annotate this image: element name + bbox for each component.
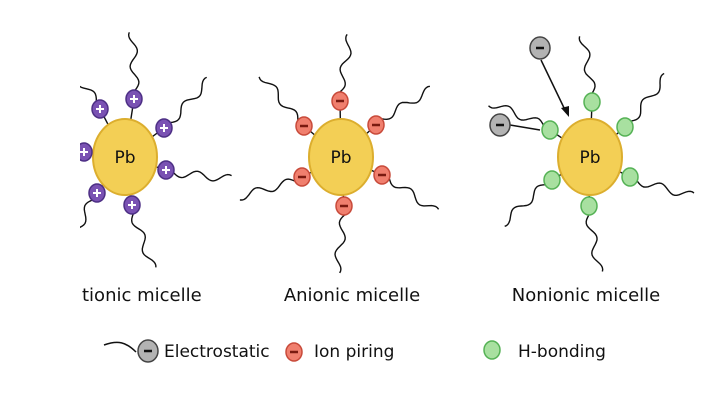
nonionic-micelle-label: Nonionic micelle bbox=[512, 285, 661, 306]
legend: Electrostatic Ion piring H-bonding bbox=[103, 339, 606, 363]
tail-icon bbox=[80, 85, 97, 102]
ion bbox=[583, 92, 601, 112]
legend-ion-pairing: Ion piring bbox=[314, 342, 394, 362]
pb-core bbox=[92, 118, 158, 196]
plus-icon bbox=[130, 95, 138, 103]
anionic-micelle: Pb bbox=[239, 34, 440, 274]
anionic-micelle-label: Anionic micelle bbox=[284, 285, 420, 306]
ion bbox=[616, 117, 634, 137]
tail-icon bbox=[488, 104, 545, 126]
legend-electrostatic-icon bbox=[137, 339, 159, 363]
ion bbox=[541, 120, 559, 140]
plus-icon bbox=[93, 189, 101, 197]
ion bbox=[580, 196, 598, 216]
cationic-micelle-label: tionic micelle bbox=[82, 285, 202, 306]
pb-label: Pb bbox=[114, 148, 135, 168]
pb-core bbox=[557, 118, 623, 196]
plus-icon bbox=[162, 166, 170, 174]
plus-icon bbox=[128, 201, 136, 209]
ion bbox=[543, 170, 561, 190]
tail-icon bbox=[585, 214, 604, 272]
legend-h-bonding-icon bbox=[483, 340, 501, 360]
tail-icon bbox=[258, 76, 299, 121]
arrow-head-icon bbox=[561, 106, 569, 117]
tail-icon bbox=[80, 199, 93, 229]
plus-icon bbox=[96, 105, 104, 113]
tail-icon bbox=[239, 178, 297, 201]
tail-icon bbox=[339, 34, 352, 93]
tail-icon bbox=[169, 76, 208, 124]
electrostatic-line bbox=[509, 124, 541, 131]
tail-icon bbox=[630, 72, 665, 122]
tail-icon bbox=[381, 85, 431, 121]
tail-icon bbox=[19, 148, 77, 160]
tail-icon bbox=[173, 170, 232, 182]
pb-core bbox=[308, 118, 374, 196]
tail-icon bbox=[130, 213, 157, 268]
green-ion bbox=[483, 340, 501, 360]
arrow-line bbox=[540, 59, 567, 113]
legend-ion-pairing-icon bbox=[285, 342, 303, 362]
tail-icon bbox=[504, 184, 547, 228]
tail-icon bbox=[578, 36, 596, 94]
pb-label: Pb bbox=[579, 148, 600, 168]
cationic-micelle: Pb bbox=[19, 32, 232, 268]
nonionic-micelle: Pb bbox=[488, 36, 695, 272]
plus-icon bbox=[160, 124, 168, 132]
pb-label: Pb bbox=[330, 148, 351, 168]
plus-icon bbox=[80, 148, 88, 156]
tail-icon bbox=[334, 214, 346, 274]
tail-icon bbox=[387, 176, 440, 210]
legend-tail-icon bbox=[103, 341, 137, 353]
ion bbox=[621, 167, 639, 187]
electrostatic-ions bbox=[489, 36, 569, 137]
legend-h-bonding: H-bonding bbox=[518, 342, 606, 362]
tail-icon bbox=[127, 32, 140, 91]
legend-electrostatic: Electrostatic bbox=[164, 342, 270, 362]
tail-icon bbox=[636, 180, 695, 196]
